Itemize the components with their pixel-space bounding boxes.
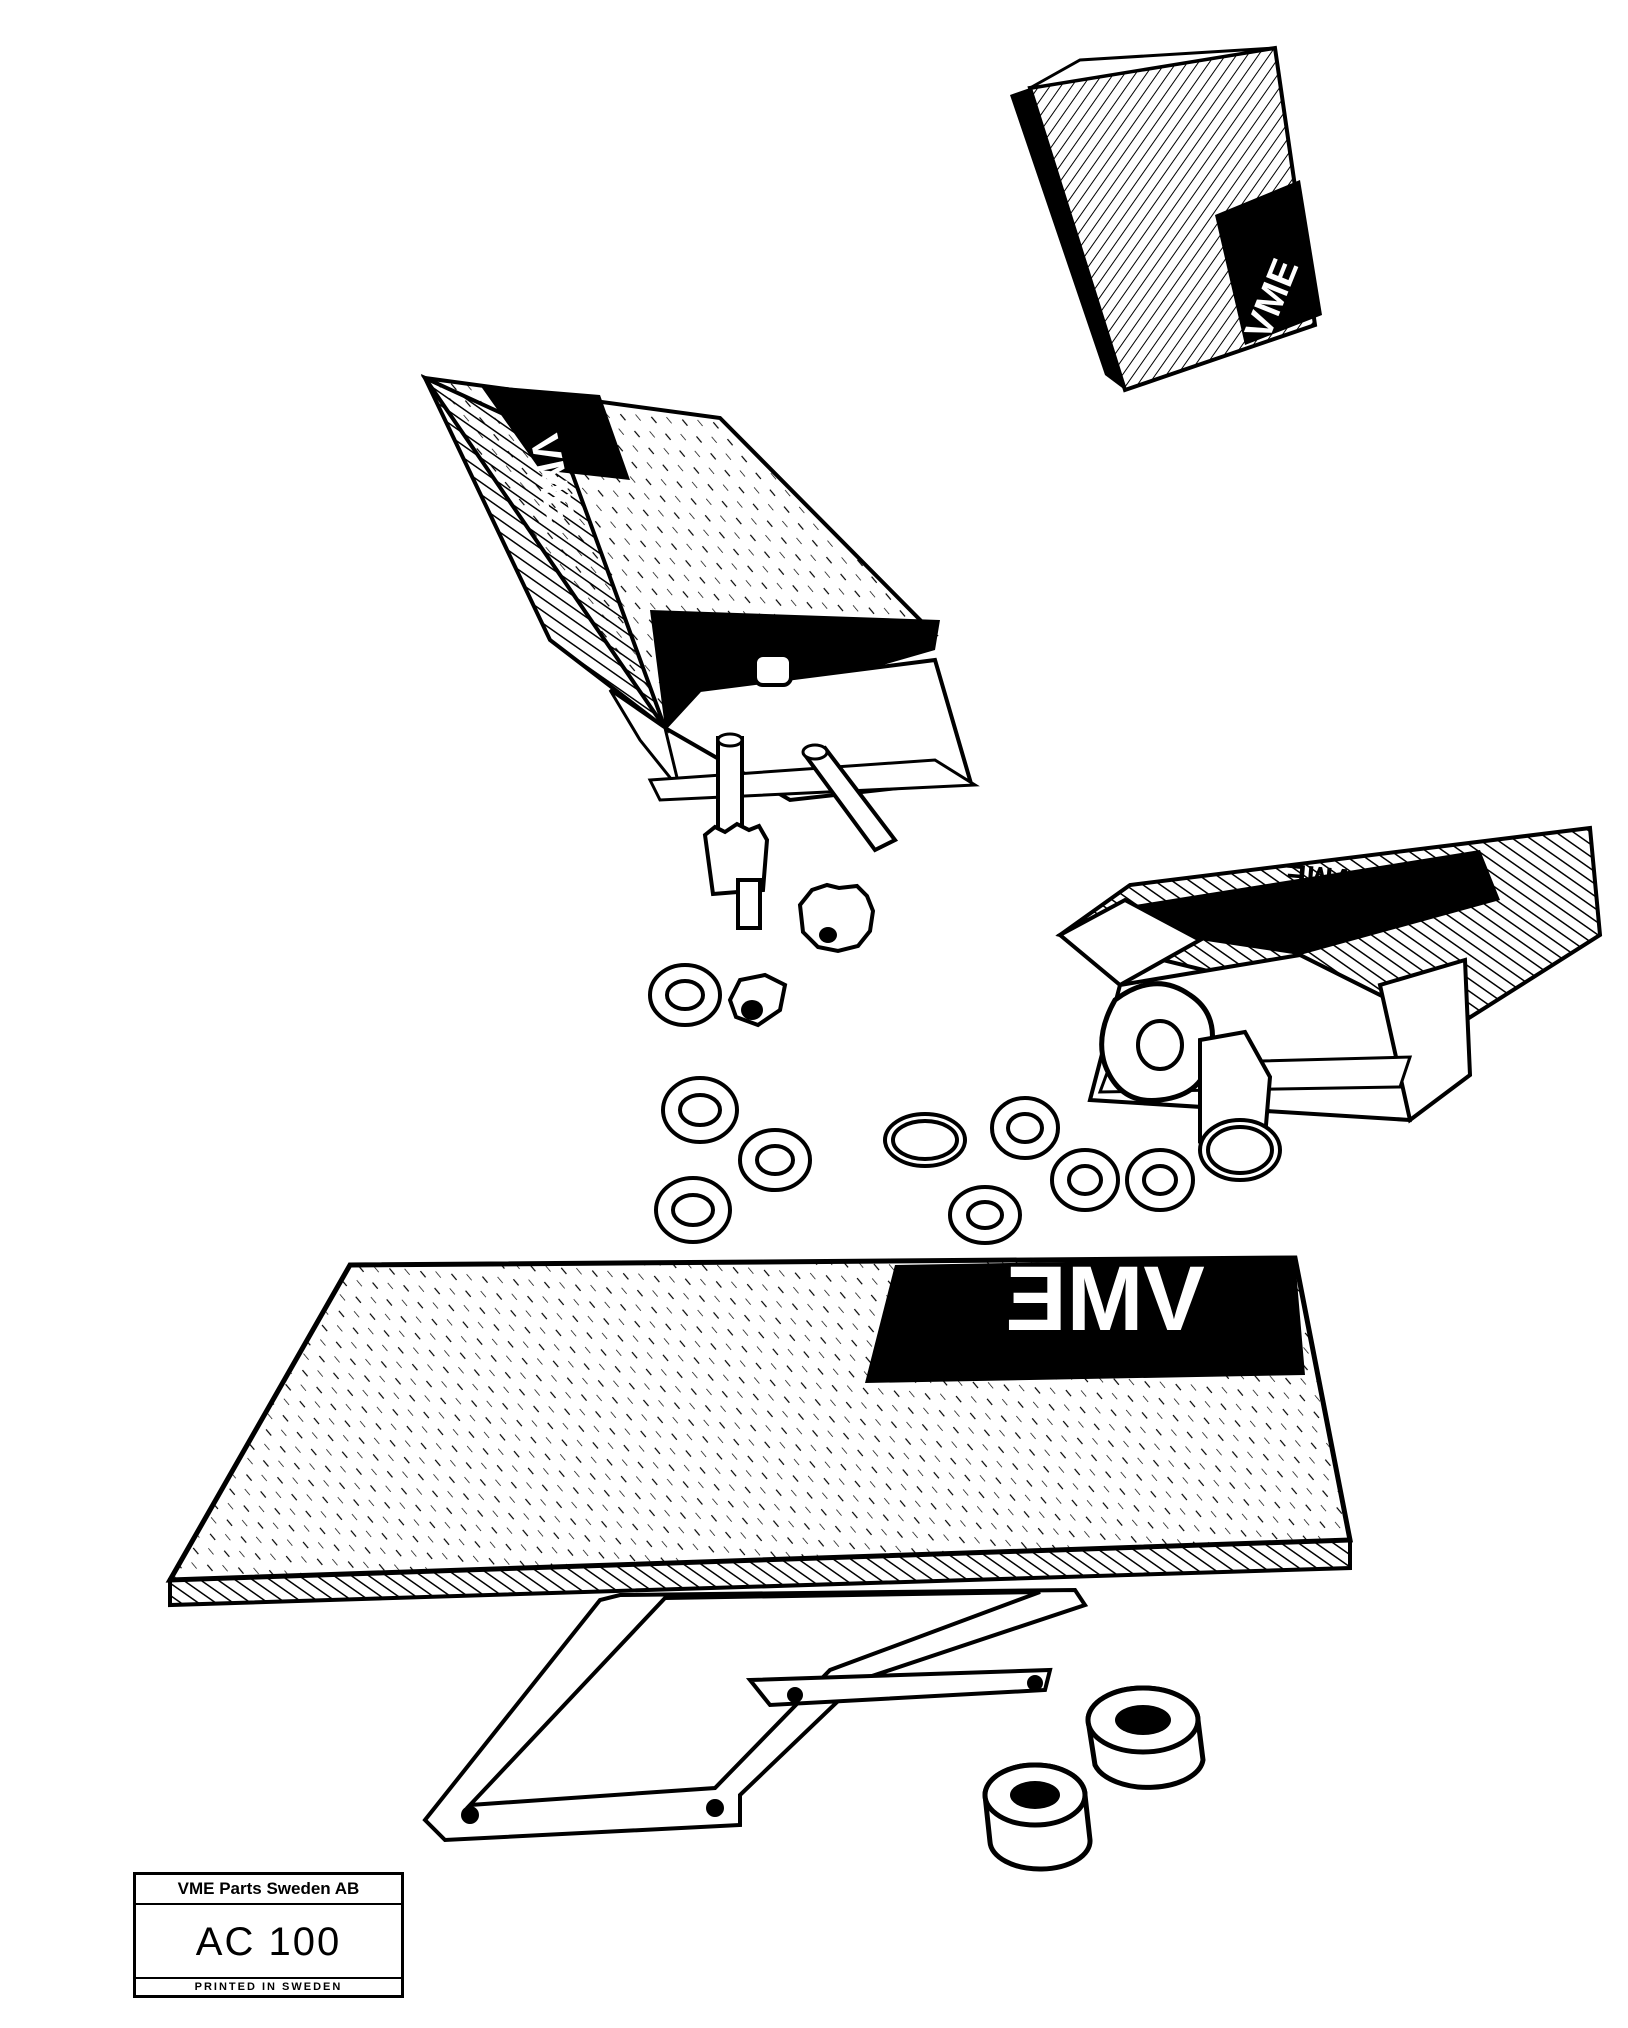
title-block: VME Parts Sweden AB AC 100 PRINTED IN SW… <box>133 1872 404 1998</box>
open-box-right: VME <box>1055 825 1603 1160</box>
printed-note: PRINTED IN SWEDEN <box>136 1977 401 1995</box>
washers-left <box>648 963 812 1244</box>
company-name: VME Parts Sweden AB <box>136 1875 401 1905</box>
open-box-left: VME <box>420 373 980 803</box>
open-box-right-logo: VME <box>1283 857 1355 899</box>
illustration-code: AC 100 <box>195 1920 342 1964</box>
envelope-logo: VME <box>1005 1248 1204 1350</box>
gasket-frames <box>422 1587 1089 1843</box>
washers-right <box>883 1096 1282 1245</box>
pins-and-gears <box>702 732 899 1028</box>
ball-bearings <box>982 1685 1206 1872</box>
closed-box: VME <box>1010 45 1322 393</box>
gasket-envelope: VME <box>165 1248 1354 1608</box>
